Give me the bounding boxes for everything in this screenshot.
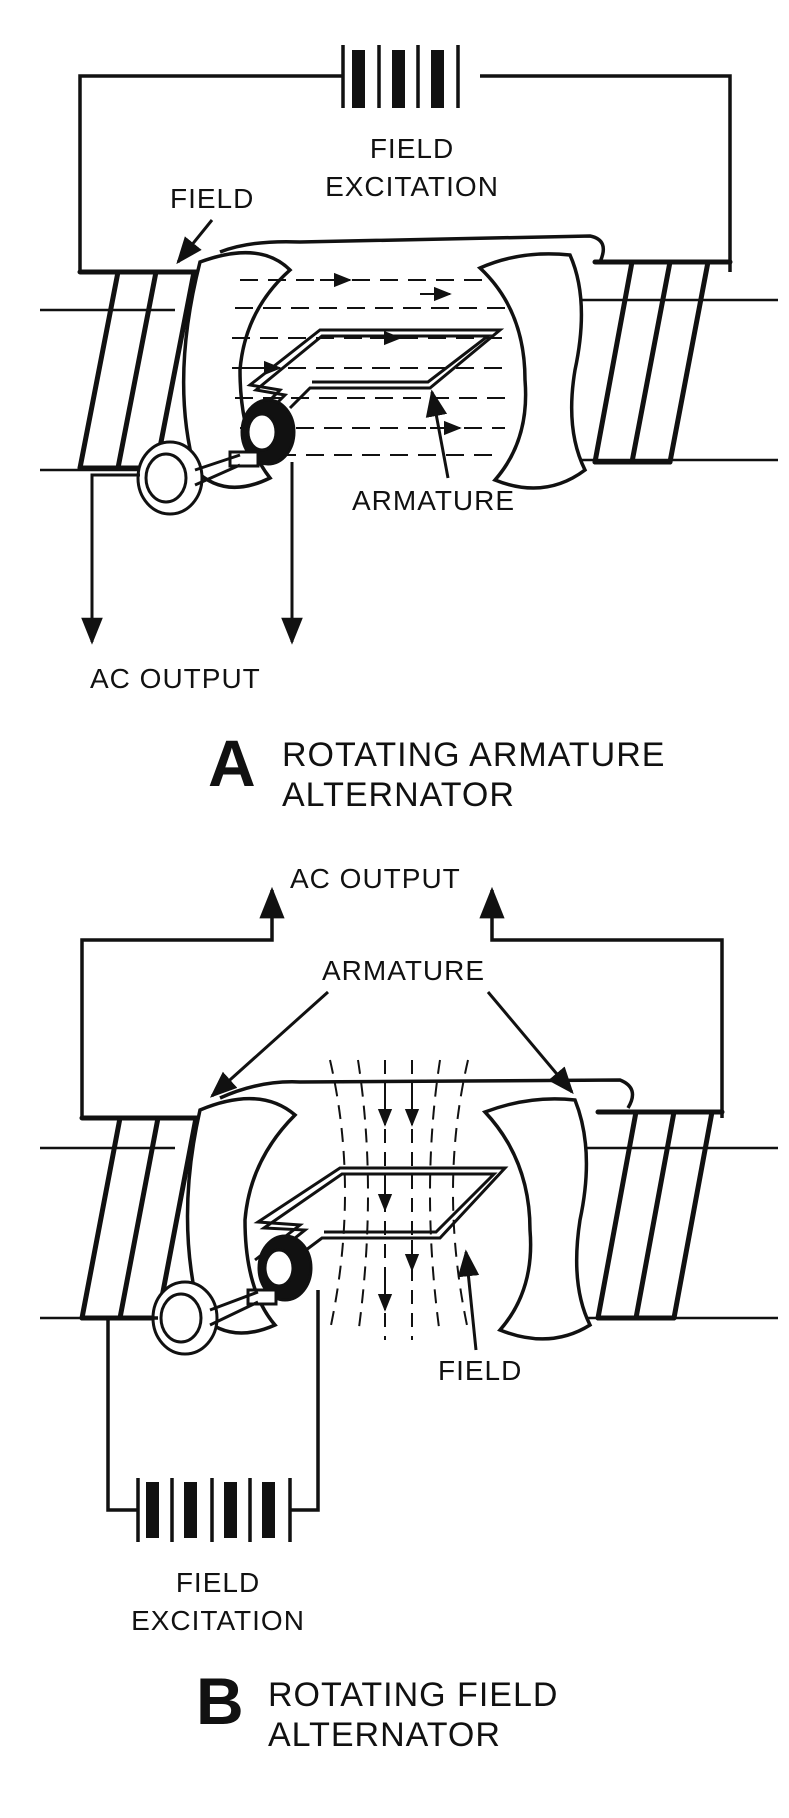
panel-a-caption-line2: ALTERNATOR: [282, 776, 515, 814]
rotating-field-loop-b: [253, 1166, 509, 1268]
armature-coil-right-b: [595, 1109, 725, 1321]
shaft-lines-a: [40, 298, 778, 472]
panel-a-letter: A: [208, 726, 256, 800]
field-excitation-label-b-line1: FIELD: [176, 1567, 260, 1598]
panel-b-letter: B: [196, 1664, 244, 1738]
panel-b-caption-line2: ALTERNATOR: [268, 1716, 501, 1754]
armature-loop-a: [246, 328, 505, 427]
slip-rings-b: [151, 1234, 313, 1356]
field-excitation-label-a-line1: FIELD: [370, 133, 454, 164]
pole-piece-right-b: [481, 1097, 593, 1341]
panel-a-rotating-armature: FIELD EXCITATION: [40, 45, 778, 814]
field-coil-right-a: [592, 259, 733, 465]
slip-rings-a: [136, 398, 296, 516]
panel-b-caption-line1: ROTATING FIELD: [268, 1676, 558, 1714]
ac-output-label-a: AC OUTPUT: [90, 663, 261, 694]
ac-output-label-b: AC OUTPUT: [290, 863, 461, 894]
panel-b-rotating-field: AC OUTPUT: [40, 863, 778, 1754]
magnetic-field-lines-b: [329, 1059, 469, 1340]
field-excitation-battery-b: [106, 1290, 320, 1542]
field-label-b: FIELD: [438, 1355, 522, 1386]
armature-label-a: ARMATURE: [352, 485, 515, 516]
field-label-a: FIELD: [170, 183, 254, 214]
ac-output-circuit-b: [80, 886, 724, 1118]
pole-piece-right-a: [476, 252, 588, 490]
armature-label-b: ARMATURE: [322, 955, 485, 986]
field-excitation-label-b-line2: EXCITATION: [131, 1605, 305, 1636]
field-excitation-battery-a: [78, 45, 732, 272]
field-excitation-label-a-line2: EXCITATION: [325, 171, 499, 202]
panel-a-caption-line1: ROTATING ARMATURE: [282, 736, 665, 774]
field-coil-left-a: [77, 269, 198, 471]
